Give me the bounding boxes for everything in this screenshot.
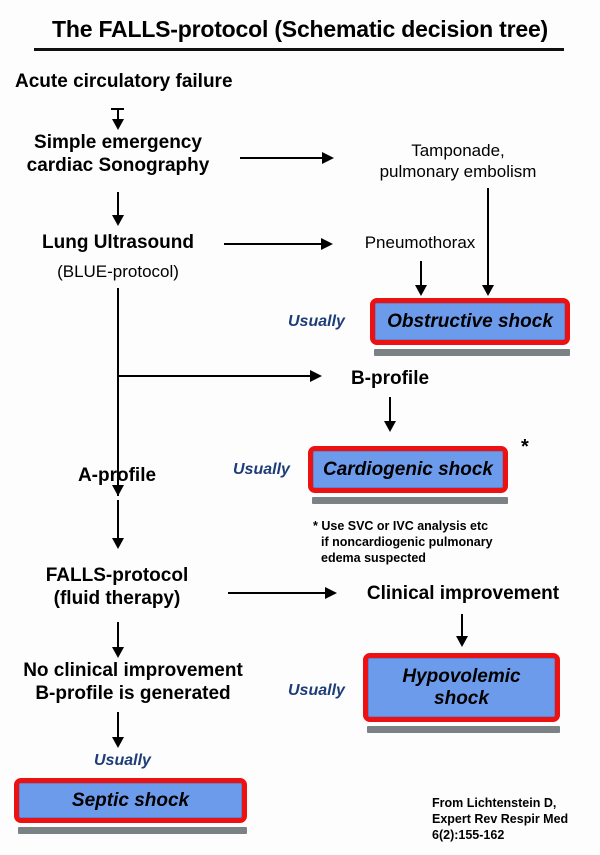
node-b-profile: B-profile <box>350 368 430 389</box>
node-acute-circulatory-failure: Acute circulatory failure <box>15 71 233 92</box>
node-clinical-improvement: Clinical improvement <box>366 583 560 604</box>
node-simple-emergency-cardiac-sonography: Simple emergency cardiac Sonography <box>26 132 210 177</box>
box-shadow-obstructive <box>374 349 570 356</box>
label-usually-cardiogenic: Usually <box>233 461 290 478</box>
node-blue-protocol: (BLUE-protocol) <box>57 262 179 281</box>
arrow-head-tamponade-to-obstructive <box>482 285 494 296</box>
box-shadow-cardiogenic <box>312 497 508 504</box>
arrow-line-tamponade-to-obstructive <box>487 188 489 294</box>
arrow-head-aprofile-to-falls <box>112 538 124 549</box>
node-tamponade-pulmonary-embolism: Tamponade, pulmonary embolism <box>379 141 537 181</box>
footnote-text: * Use SVC or IVC analysis etc if noncard… <box>313 519 493 565</box>
arrow-line-trunk-to-bprofile <box>117 375 313 377</box>
arrow-line-pneumothorax-to-obstructive <box>420 261 422 294</box>
arrow-line-bprofile-to-cardiogenic <box>389 397 391 429</box>
arrow-line-falls-to-noimprovement <box>117 622 119 655</box>
arrow-head-noimprovement-to-septic <box>112 737 124 748</box>
arrow-line-acute-to-sono <box>117 108 119 127</box>
arrow-head-lungus-to-pneumothorax <box>321 238 333 250</box>
node-no-clinical-improvement: No clinical improvement B-profile is gen… <box>23 660 243 705</box>
label-usually-hypovolemic: Usually <box>288 682 345 699</box>
arrow-line-sono-to-lungus <box>117 192 119 223</box>
node-lung-ultrasound: Lung Ultrasound <box>42 232 194 253</box>
title-underline-rule <box>34 48 564 51</box>
box-shadow-septic <box>18 827 247 834</box>
footnote-marker-asterisk: * <box>521 436 529 458</box>
arrow-line-improvement-to-hypovolemic <box>461 614 463 644</box>
arrow-head-pneumothorax-to-obstructive <box>415 285 427 296</box>
arrow-line-falls-to-improvement <box>228 592 328 594</box>
arrow-head-falls-to-noimprovement <box>112 647 124 658</box>
label-usually-obstructive: Usually <box>288 313 345 330</box>
arrow-head-trunk-to-bprofile <box>310 370 322 382</box>
arrow-line-main-trunk <box>117 288 119 496</box>
box-obstructive-shock[interactable]: Obstructive shock <box>370 298 570 345</box>
arrow-head-trunk-to-aprofile <box>112 485 124 496</box>
arrow-head-sono-to-lungus <box>112 215 124 226</box>
arrow-line-aprofile-to-falls <box>117 500 119 546</box>
arrow-head-bprofile-to-cardiogenic <box>384 421 396 432</box>
node-falls-protocol: FALLS-protocol (fluid therapy) <box>45 565 189 610</box>
box-cardiogenic-shock[interactable]: Cardiogenic shock <box>308 446 508 493</box>
node-pneumothorax: Pneumothorax <box>364 233 476 252</box>
box-septic-shock[interactable]: Septic shock <box>14 778 247 823</box>
source-citation: From Lichtenstein D, Expert Rev Respir M… <box>432 796 569 842</box>
box-shadow-hypovolemic <box>367 726 560 733</box>
arrow-head-acute-to-sono <box>112 119 124 130</box>
arrow-line-noimprovement-to-septic <box>117 712 119 745</box>
arrow-line-lungus-to-pneumothorax <box>224 243 324 245</box>
node-a-profile: A-profile <box>77 465 157 486</box>
arrow-line-sono-to-tamponade <box>240 157 325 159</box>
box-hypovolemic-shock[interactable]: Hypovolemic shock <box>363 653 560 722</box>
arrow-head-sono-to-tamponade <box>322 152 334 164</box>
label-usually-septic: Usually <box>94 752 151 769</box>
page-title: The FALLS-protocol (Schematic decision t… <box>52 16 548 42</box>
arrow-head-falls-to-improvement <box>325 587 337 599</box>
arrow-head-improvement-to-hypovolemic <box>456 636 468 647</box>
